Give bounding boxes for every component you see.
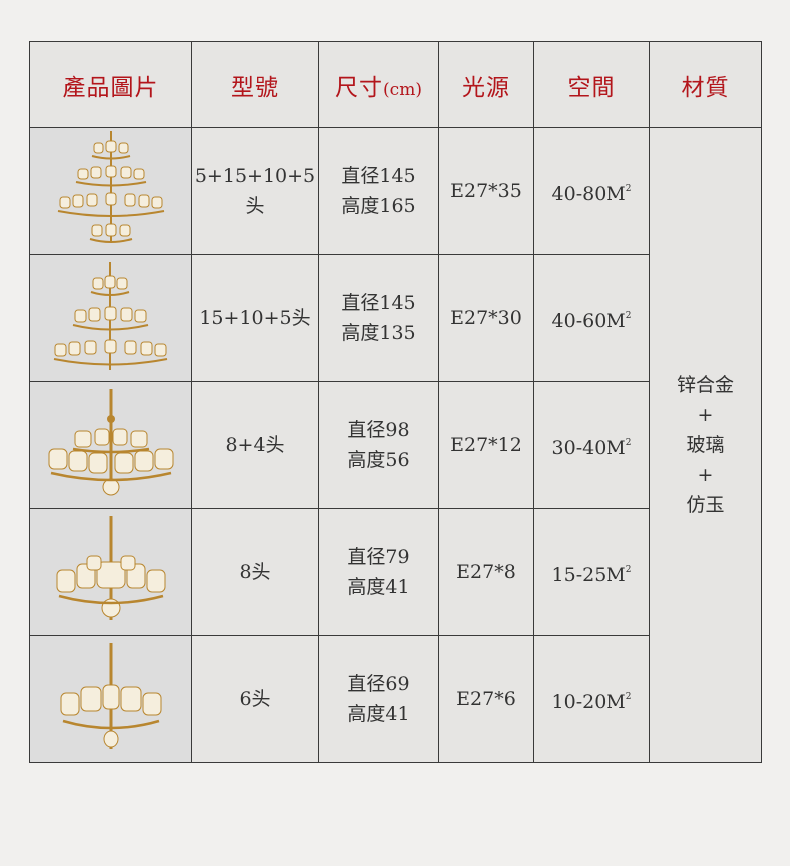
light-cell: E27*12 [438,381,534,509]
space-sup: 2 [625,564,632,575]
light-cell: E27*35 [438,127,534,255]
table-row: 8+4头 直径98 高度56 E27*12 30-40M2 [29,381,762,509]
material-plus-2: + [697,464,714,486]
light-cell: E27*8 [438,508,534,636]
material-plus-1: + [697,404,714,426]
space-text: 40-80M [551,182,626,205]
chandelier-6-arm-icon [60,643,161,749]
size-cell: 直径69 高度41 [318,635,439,763]
model-cell: 6头 [191,635,319,763]
header-row: 產品圖片 型號 尺寸(cm) 光源 空間 材質 [29,41,762,128]
diameter-text: 直径98 [347,419,410,441]
product-image-cell [29,254,192,382]
product-image-cell [29,127,192,255]
height-text: 高度41 [347,576,410,598]
space-cell: 30-40M2 [533,381,650,509]
chandelier-two-tier-12-icon [48,389,173,496]
header-size-unit: (cm) [383,79,422,100]
header-light: 光源 [438,41,534,128]
product-image-cell [29,508,192,636]
header-size: 尺寸(cm) [318,41,439,128]
product-spec-table: 產品圖片 型號 尺寸(cm) 光源 空間 材質 5+15+10+5头 直径1 [29,41,762,763]
chandelier-three-tier-icon [53,262,168,370]
table-row: 8头 直径79 高度41 E27*8 15-25M2 [29,508,762,636]
light-cell: E27*30 [438,254,534,382]
material-line-1: 锌合金 [676,374,734,396]
size-cell: 直径79 高度41 [318,508,439,636]
space-text: 15-25M [551,563,626,586]
material-cell: 锌合金 + 玻璃 + 仿玉 [649,127,762,763]
space-sup: 2 [625,437,632,448]
diameter-text: 直径69 [347,673,410,695]
diameter-text: 直径79 [347,546,410,568]
size-cell: 直径145 高度135 [318,254,439,382]
model-cell: 15+10+5头 [191,254,319,382]
space-text: 30-40M [551,436,626,459]
model-cell: 5+15+10+5头 [191,127,319,255]
height-text: 高度135 [341,322,416,344]
model-cell: 8头 [191,508,319,636]
height-text: 高度165 [341,195,416,217]
height-text: 高度41 [347,703,410,725]
header-space: 空間 [533,41,650,128]
space-sup: 2 [625,183,632,194]
height-text: 高度56 [347,449,410,471]
table-row: 6头 直径69 高度41 E27*6 10-20M2 [29,635,762,763]
header-material: 材質 [649,41,762,128]
product-image-cell [29,381,192,509]
material-line-3: 仿玉 [686,494,725,516]
space-sup: 2 [625,310,632,321]
table-row: 15+10+5头 直径145 高度135 E27*30 40-60M2 [29,254,762,382]
chandelier-8-arm-icon [56,516,165,620]
space-cell: 40-60M2 [533,254,650,382]
material-line-2: 玻璃 [686,434,725,456]
chandelier-four-tier-icon [57,131,164,243]
space-cell: 10-20M2 [533,635,650,763]
space-sup: 2 [625,691,632,702]
size-cell: 直径98 高度56 [318,381,439,509]
light-cell: E27*6 [438,635,534,763]
header-size-label: 尺寸 [335,74,384,101]
header-image: 產品圖片 [29,41,192,128]
diameter-text: 直径145 [341,165,416,187]
space-text: 40-60M [551,309,626,332]
space-text: 10-20M [551,690,626,713]
size-cell: 直径145 高度165 [318,127,439,255]
header-model: 型號 [191,41,319,128]
diameter-text: 直径145 [341,292,416,314]
product-image-cell [29,635,192,763]
space-cell: 40-80M2 [533,127,650,255]
model-cell: 8+4头 [191,381,319,509]
space-cell: 15-25M2 [533,508,650,636]
